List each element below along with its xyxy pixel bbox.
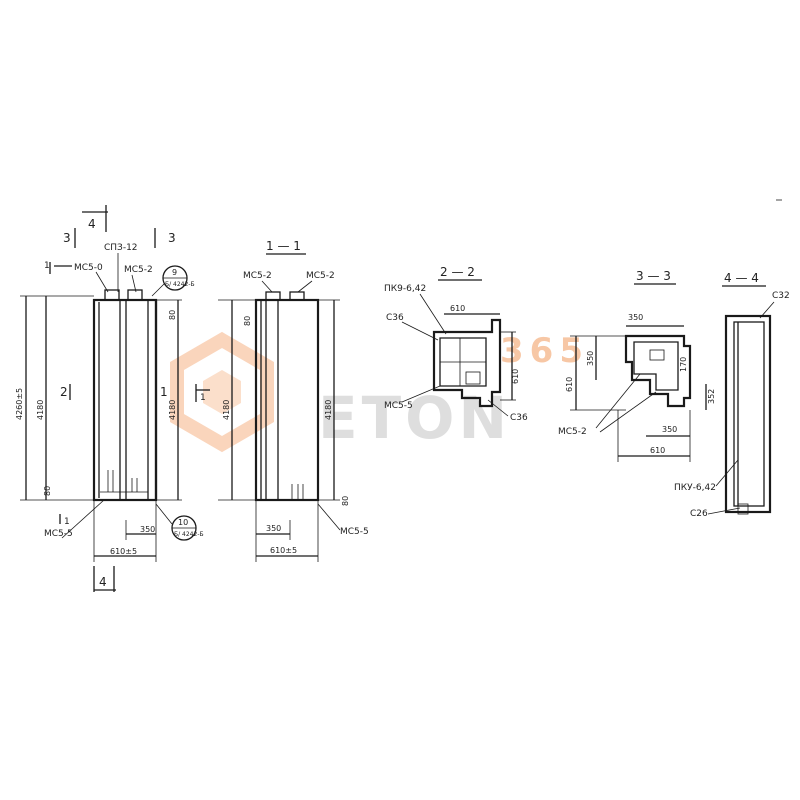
bubble-9-num: 9	[172, 268, 177, 277]
v11-dim-height-left: 4180	[222, 400, 231, 420]
dim-top-80: 80	[168, 310, 177, 320]
v11-dim-height-right: 4180	[324, 400, 333, 420]
v33-dim-350-top: 350	[628, 313, 643, 322]
view-2-2: 2 — 2 ПК9-6,42 С36 МС5-5 С36 610 610	[384, 265, 528, 423]
dim-height-inner: 4180	[36, 400, 45, 420]
watermark: ETON 365	[170, 331, 589, 453]
dim-height-right: 4180	[168, 400, 177, 420]
v22-callout-c36-bottom: С36	[510, 413, 528, 423]
watermark-logo-icon	[170, 331, 274, 453]
v22-callout-pk9: ПК9-6,42	[384, 284, 426, 294]
section-mark-4-top: 4	[88, 217, 96, 231]
section-mark-3-left: 3	[63, 231, 71, 245]
section-mark-2-left: 2	[60, 385, 68, 399]
view-4-4: 4 — 4 С32 ПКУ-6,42 С26	[674, 199, 790, 519]
dim-bottom-80: 80	[43, 486, 52, 496]
dim-width-350: 350	[140, 525, 155, 534]
dim-height-total: 4260±5	[15, 388, 24, 420]
v33-dim-352: 352	[707, 389, 716, 404]
main-view: 3 4 3 1 4260±5 4180 2	[15, 205, 204, 592]
v33-dim-610-bottom: 610	[650, 446, 665, 455]
v11-dim-350: 350	[266, 524, 281, 533]
v11-callout-mc5-2a: МС5-2	[243, 271, 272, 281]
v22-dim-610-top: 610	[450, 304, 465, 313]
v33-dim-350-left: 350	[586, 351, 595, 366]
v44-callout-c32: С32	[772, 291, 790, 301]
callout-sp3-12: СПЗ-12	[104, 243, 138, 253]
v22-callout-c36-top: С36	[386, 313, 404, 323]
callout-mc5-0: МС5-0	[74, 263, 103, 273]
section-mark-1-right: 1	[160, 385, 168, 399]
watermark-number: 365	[500, 331, 589, 371]
v22-callout-mc5-5: МС5-5	[384, 401, 413, 411]
v22-dim-610-side: 610	[511, 369, 520, 384]
bubble-10-ref: Б/ 4242-Б	[174, 531, 204, 538]
callout-mc5-5: МС5-5	[44, 529, 73, 539]
section-mark-3-right: 3	[168, 231, 176, 245]
v33-dim-170: 170	[679, 357, 688, 372]
bubble-9-ref: Б/ 4242-Б	[165, 281, 195, 288]
view-1-1: 1 — 1 МС5-2 МС5-2 4180 80 4180 80 1 350	[195, 239, 369, 562]
detail-bubble-10: 10 Б/ 4242-Б	[155, 503, 204, 541]
section-mark-1-bottom: 1	[64, 517, 70, 527]
section-mark-4-bottom: 4	[99, 575, 107, 589]
v33-callout-mc5-2: МС5-2	[558, 427, 587, 437]
bubble-10-num: 10	[178, 518, 188, 527]
v11-dim-bottom-80: 80	[341, 496, 350, 506]
view-1-1-title: 1 — 1	[266, 239, 301, 253]
dim-width-610: 610±5	[110, 547, 137, 556]
detail-bubble-9: 9 Б/ 4242-Б	[151, 265, 195, 297]
section-mark-1-left: 1	[44, 261, 50, 271]
v11-dim-top-80: 80	[243, 316, 252, 326]
section-marks-top: 3 4 3 1	[44, 205, 176, 274]
view-3-3: 3 — 3 350 610 350 170 352 350 610 МС5-2	[558, 269, 716, 462]
callout-mc5-2: МС5-2	[124, 265, 153, 275]
v11-callout-mc5-2b: МС5-2	[306, 271, 335, 281]
view-3-3-title: 3 — 3	[636, 269, 671, 283]
v11-dim-610: 610±5	[270, 546, 297, 555]
watermark-brand: ETON	[318, 384, 511, 452]
view-2-2-title: 2 — 2	[440, 265, 475, 279]
view-4-4-title: 4 — 4	[724, 271, 759, 285]
v44-callout-c26: С26	[690, 509, 708, 519]
v11-mark-1: 1	[200, 393, 206, 403]
v33-dim-350-bottom: 350	[662, 425, 677, 434]
v11-callout-mc5-5: МС5-5	[340, 527, 369, 537]
v44-callout-pku: ПКУ-6,42	[674, 483, 716, 493]
v33-dim-610-left: 610	[565, 377, 574, 392]
